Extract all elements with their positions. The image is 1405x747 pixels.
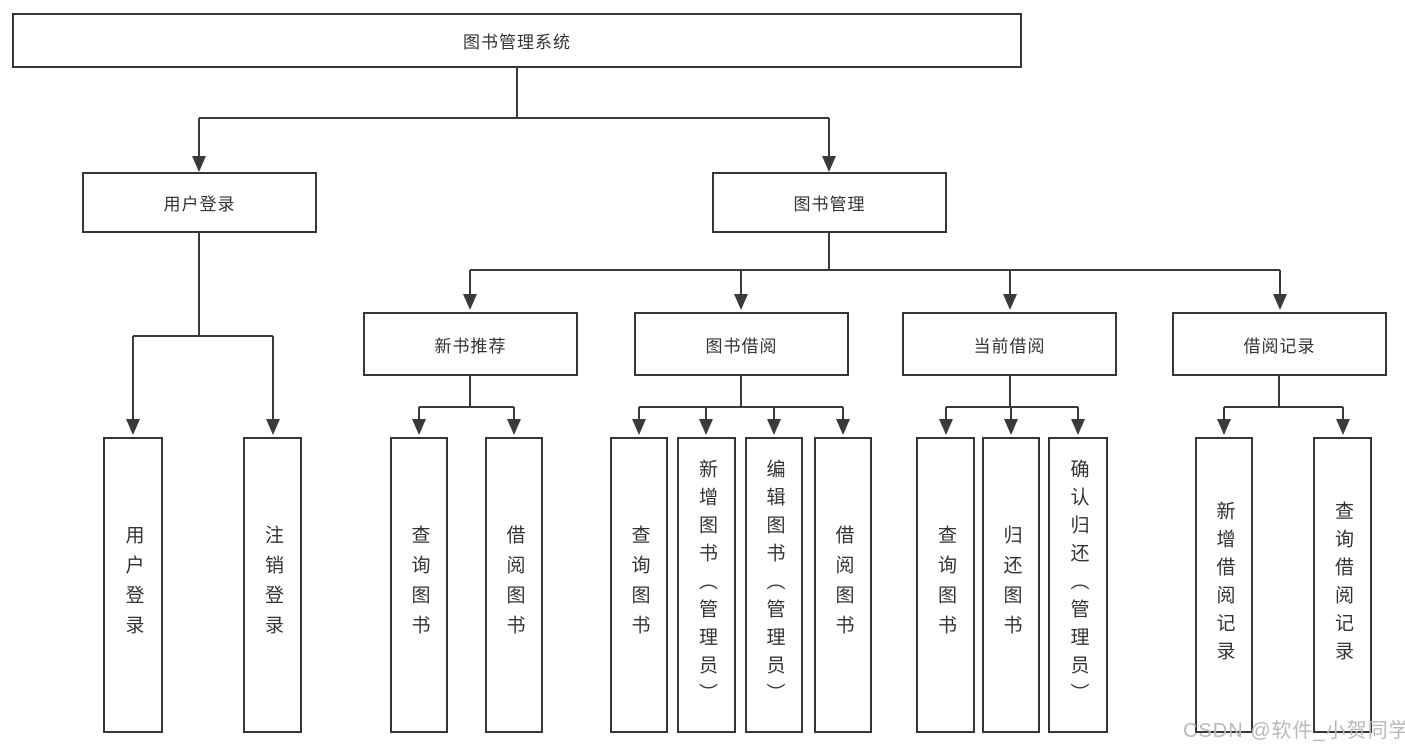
node-root: 图书管理系统: [12, 13, 1022, 68]
leaf-query-books-2: 查询图书: [610, 437, 668, 733]
leaf-borrow-books-1: 借阅图书: [485, 437, 543, 733]
leaf-query-books-3-label: 查询图书: [935, 525, 956, 645]
leaf-query-books-2-label: 查询图书: [628, 525, 650, 645]
leaf-borrow-books-2: 借阅图书: [814, 437, 872, 733]
leaf-confirm-return-label: 确认归还（管理员）: [1067, 459, 1089, 711]
csdn-watermark: CSDN @软件_小贺同学: [1183, 720, 1405, 742]
leaf-logout-label: 注销登录: [262, 525, 283, 645]
node-borrowing-records: 借阅记录: [1172, 312, 1387, 376]
leaf-return-books: 归还图书: [982, 437, 1040, 733]
leaf-query-borrow-record: 查询借阅记录: [1313, 437, 1372, 733]
leaf-logout: 注销登录: [243, 437, 302, 733]
leaf-edit-book: 编辑图书（管理员）: [745, 437, 803, 733]
leaf-add-borrow-record-label: 新增借阅记录: [1213, 501, 1235, 669]
leaf-add-borrow-record: 新增借阅记录: [1195, 437, 1253, 733]
node-book-borrowing: 图书借阅: [634, 312, 849, 376]
leaf-query-borrow-record-label: 查询借阅记录: [1332, 501, 1353, 669]
leaf-user-login-label: 用户登录: [122, 525, 144, 645]
node-new-book-recommend: 新书推荐: [363, 312, 578, 376]
leaf-add-book: 新增图书（管理员）: [677, 437, 736, 733]
leaf-query-books-3: 查询图书: [916, 437, 975, 733]
leaf-borrow-books-2-label: 借阅图书: [832, 525, 854, 645]
node-user-login: 用户登录: [82, 172, 317, 233]
leaf-user-login: 用户登录: [103, 437, 163, 733]
leaf-add-book-label: 新增图书（管理员）: [696, 459, 717, 711]
leaf-query-books-1-label: 查询图书: [408, 525, 430, 645]
leaf-edit-book-label: 编辑图书（管理员）: [763, 459, 785, 711]
leaf-confirm-return: 确认归还（管理员）: [1048, 437, 1108, 733]
leaf-query-books-1: 查询图书: [390, 437, 448, 733]
leaf-borrow-books-1-label: 借阅图书: [503, 525, 525, 645]
node-book-management: 图书管理: [712, 172, 947, 233]
leaf-return-books-label: 归还图书: [1000, 525, 1022, 645]
node-current-borrowing: 当前借阅: [902, 312, 1117, 376]
